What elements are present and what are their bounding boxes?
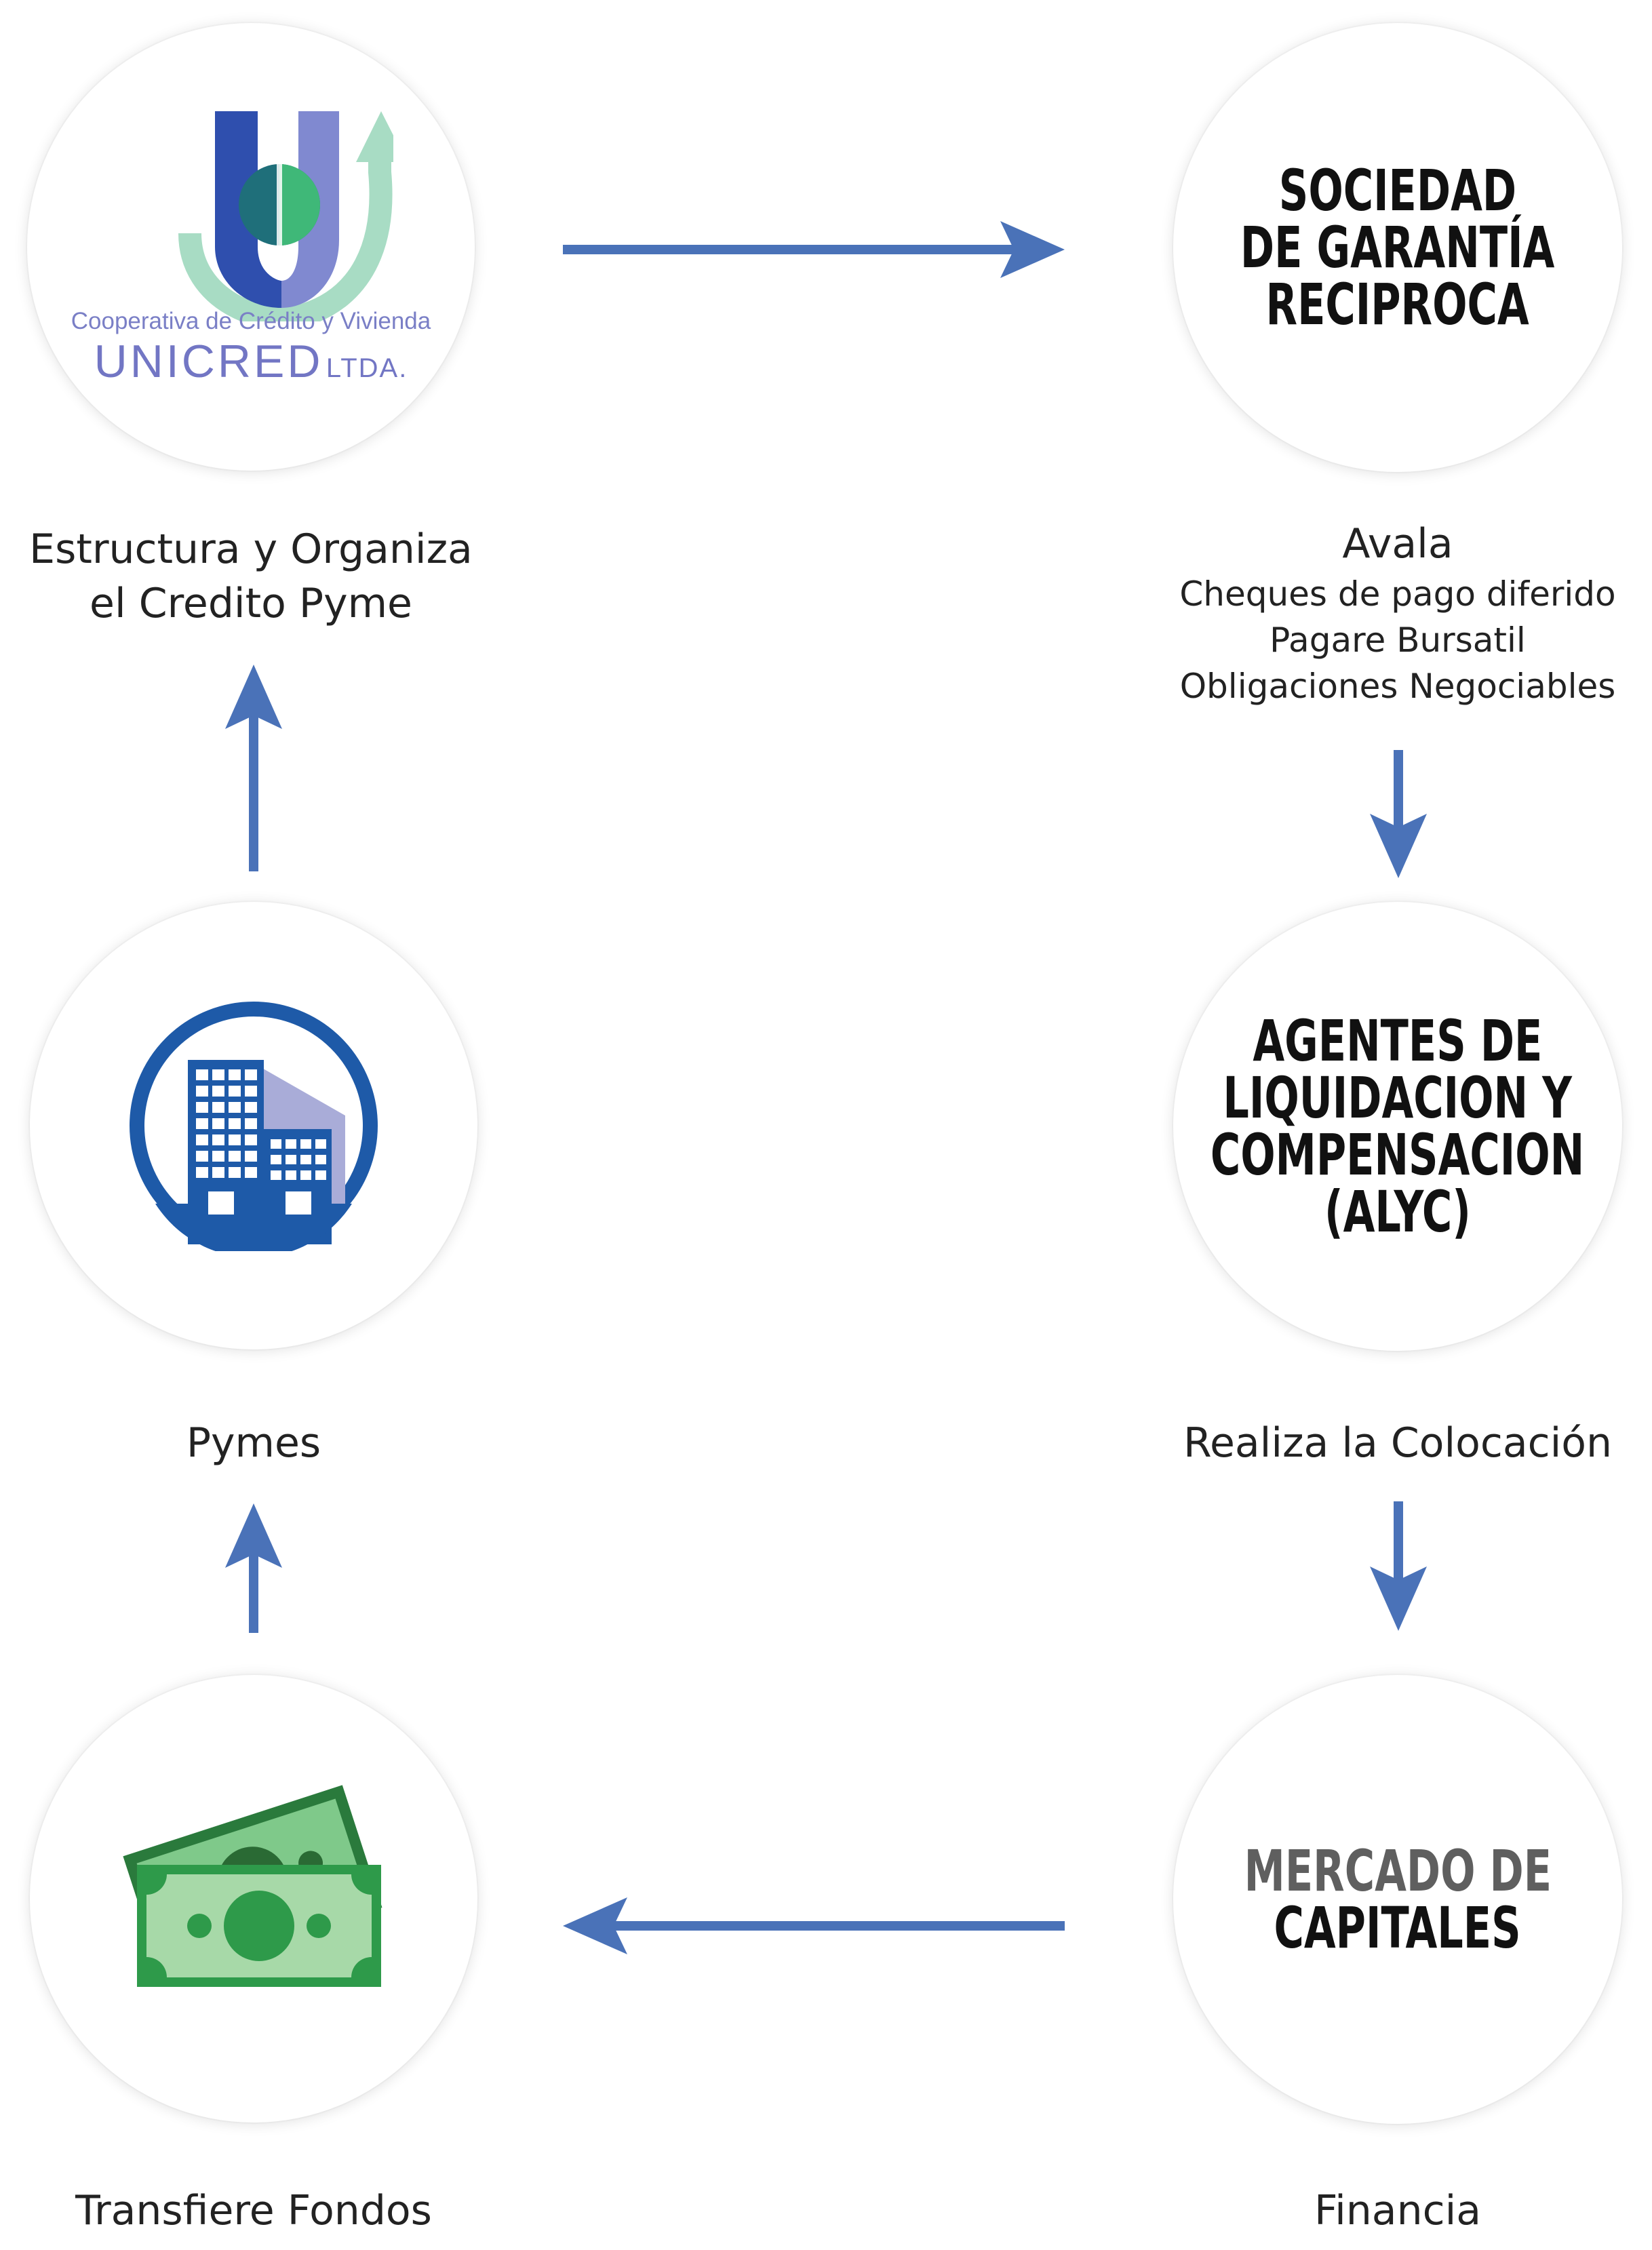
sgr-title-line1: SOCIEDAD: [1278, 157, 1517, 224]
sgr-title-line2: DE GARANTÍA: [1240, 214, 1555, 281]
caption-unicred-line1: Estructura y Organiza: [29, 526, 473, 573]
sgr-title: SOCIEDAD DE GARANTÍA RECIPROCA: [1173, 23, 1622, 472]
alyc-title: AGENTES DE LIQUIDACION Y COMPENSACION (A…: [1173, 902, 1622, 1351]
sgr-title-line3: RECIPROCA: [1265, 271, 1530, 338]
arrow-fondos-to-pymes: [225, 1503, 282, 1633]
unicred-logo-icon: [178, 111, 393, 321]
unicred-logo-name: UNICRED: [94, 336, 323, 387]
unicred-logo-wordmark: UNICRED LTDA.: [27, 335, 475, 388]
arrow-mercado-to-fondos: [563, 1897, 1065, 1954]
node-pymes: [30, 902, 477, 1349]
caption-alyc: Realiza la Colocación: [1146, 1416, 1649, 1470]
banknotes-icon: [123, 1785, 382, 1987]
alyc-title-line4: (ALYC): [1324, 1179, 1471, 1245]
unicred-logo-suffix: LTDA.: [326, 353, 408, 383]
arrow-unicred-to-sgr: [563, 221, 1065, 278]
caption-alyc-text: Realiza la Colocación: [1183, 1419, 1612, 1467]
arrow-pymes-to-unicred: [225, 665, 282, 871]
arrow-sgr-to-alyc: [1370, 750, 1427, 878]
caption-unicred-line2: el Credito Pyme: [90, 580, 412, 627]
caption-fondos-text: Transfiere Fondos: [75, 2187, 432, 2234]
caption-sgr-item1: Cheques de pago diferido: [1179, 574, 1616, 614]
caption-unicred: Estructura y Organiza el Credito Pyme: [27, 522, 475, 631]
node-alyc: AGENTES DE LIQUIDACION Y COMPENSACION (A…: [1173, 902, 1622, 1351]
caption-pymes: Pymes: [30, 1416, 477, 1470]
arrow-alyc-to-mercado: [1370, 1501, 1427, 1631]
mercado-title-line1: MERCADO DE: [1244, 1838, 1552, 1904]
node-mercado: MERCADO DE CAPITALES: [1173, 1675, 1622, 2124]
caption-sgr-main: Avala: [1342, 520, 1453, 568]
alyc-title-line2: LIQUIDACION Y: [1223, 1065, 1573, 1131]
node-fondos: [30, 1675, 477, 2123]
caption-sgr-item2: Pagare Bursatil: [1270, 620, 1526, 660]
building-icon: [130, 1002, 378, 1251]
node-sgr: SOCIEDAD DE GARANTÍA RECIPROCA: [1173, 23, 1622, 472]
caption-mercado: Financia: [1146, 2184, 1649, 2238]
caption-mercado-text: Financia: [1314, 2187, 1482, 2234]
mercado-title-line2: CAPITALES: [1274, 1895, 1522, 1961]
caption-fondos: Transfiere Fondos: [30, 2184, 477, 2238]
mercado-title: MERCADO DE CAPITALES: [1173, 1675, 1622, 2124]
caption-sgr: Avala Cheques de pago diferido Pagare Bu…: [1146, 517, 1649, 709]
caption-sgr-item3: Obligaciones Negociables: [1179, 667, 1616, 706]
alyc-title-line1: AGENTES DE: [1253, 1008, 1543, 1074]
caption-pymes-text: Pymes: [186, 1419, 321, 1467]
node-unicred: Cooperativa de Crédito y Vivienda UNICRE…: [27, 23, 475, 471]
unicred-logo-subtitle: Cooperativa de Crédito y Vivienda: [71, 308, 431, 334]
alyc-title-line3: COMPENSACION: [1211, 1122, 1585, 1188]
